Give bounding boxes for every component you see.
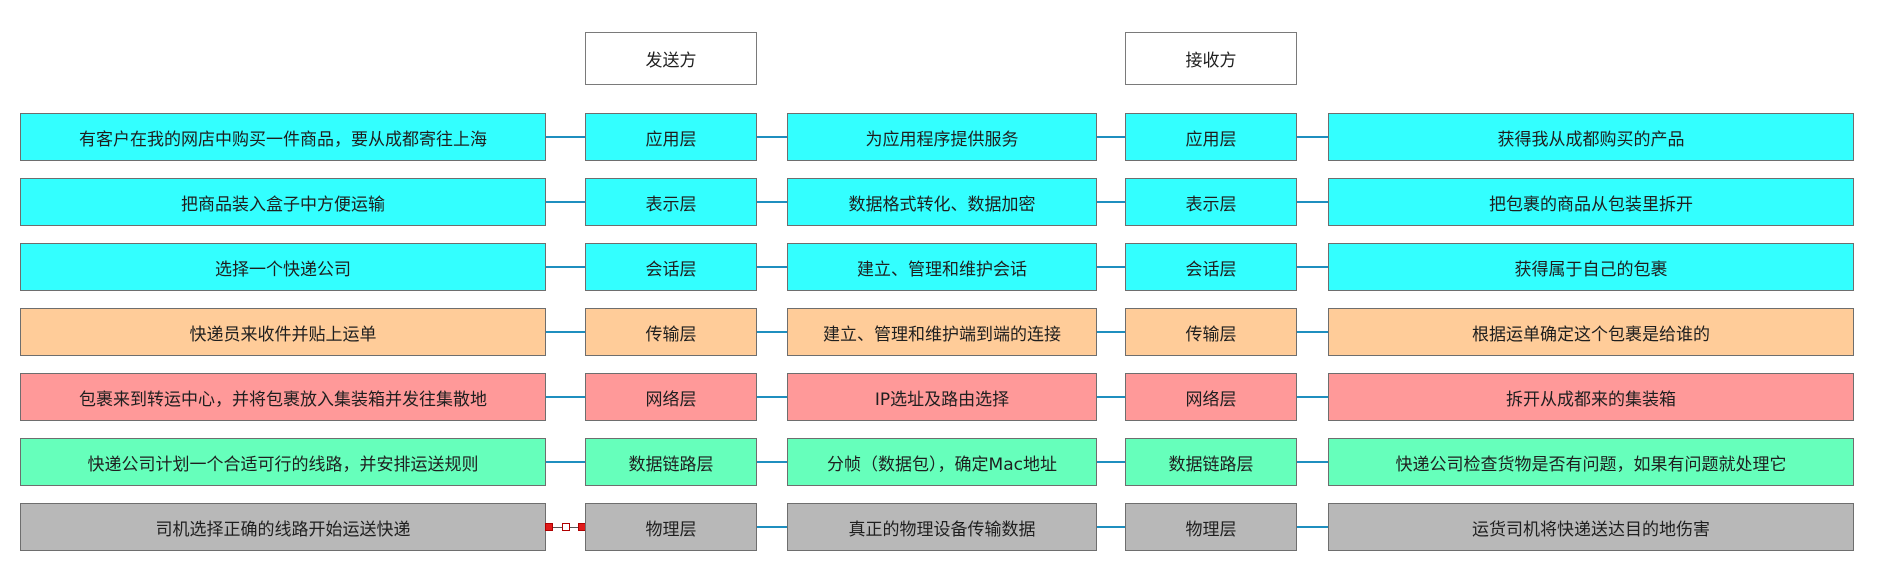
sender-example-box: 司机选择正确的线路开始运送快递 — [20, 503, 546, 551]
connector-start-handle[interactable] — [545, 523, 553, 531]
sender-layer-box: 网络层 — [585, 373, 757, 421]
sender-layer-box: 物理层 — [585, 503, 757, 551]
connector-line — [1297, 396, 1328, 398]
connector-line — [1297, 136, 1328, 138]
layer-function-box: 数据格式转化、数据加密 — [787, 178, 1097, 226]
connector-line — [1297, 331, 1328, 333]
receiver-example-box: 根据运单确定这个包裹是给谁的 — [1328, 308, 1854, 356]
connector-line — [1097, 136, 1125, 138]
connector-line — [1097, 461, 1125, 463]
receiver-layer-box: 会话层 — [1125, 243, 1297, 291]
sender-layer-box: 数据链路层 — [585, 438, 757, 486]
receiver-layer-box: 物理层 — [1125, 503, 1297, 551]
connector-line — [546, 331, 585, 333]
connector-line — [757, 331, 787, 333]
receiver-header: 接收方 — [1125, 32, 1297, 85]
receiver-layer-box: 网络层 — [1125, 373, 1297, 421]
connector-line — [1097, 201, 1125, 203]
receiver-layer-box: 数据链路层 — [1125, 438, 1297, 486]
connector-line — [1297, 266, 1328, 268]
sender-layer-box: 会话层 — [585, 243, 757, 291]
connector-line — [546, 396, 585, 398]
connector-line — [1097, 266, 1125, 268]
sender-example-box: 把商品装入盒子中方便运输 — [20, 178, 546, 226]
connector-line — [546, 201, 585, 203]
connector-line — [1097, 331, 1125, 333]
sender-example-box: 有客户在我的网店中购买一件商品，要从成都寄往上海 — [20, 113, 546, 161]
receiver-example-box: 拆开从成都来的集装箱 — [1328, 373, 1854, 421]
sender-layer-box: 传输层 — [585, 308, 757, 356]
connector-line — [1297, 461, 1328, 463]
connector-line — [757, 396, 787, 398]
connector-line — [1097, 526, 1125, 528]
connector-line — [757, 526, 787, 528]
sender-example-box: 包裹来到转运中心，并将包裹放入集装箱并发往集散地 — [20, 373, 546, 421]
receiver-example-box: 把包裹的商品从包装里拆开 — [1328, 178, 1854, 226]
receiver-example-box: 获得我从成都购买的产品 — [1328, 113, 1854, 161]
connector-line — [1297, 201, 1328, 203]
connector-line — [1297, 526, 1328, 528]
layer-function-box: 建立、管理和维护端到端的连接 — [787, 308, 1097, 356]
connector-line — [757, 136, 787, 138]
connector-line — [757, 201, 787, 203]
connector-line — [546, 266, 585, 268]
layer-function-box: 真正的物理设备传输数据 — [787, 503, 1097, 551]
connector-line — [757, 461, 787, 463]
receiver-layer-box: 应用层 — [1125, 113, 1297, 161]
receiver-example-box: 快递公司检查货物是否有问题，如果有问题就处理它 — [1328, 438, 1854, 486]
receiver-example-box: 获得属于自己的包裹 — [1328, 243, 1854, 291]
connector-mid-handle[interactable] — [561, 523, 570, 531]
sender-example-box: 快递公司计划一个合适可行的线路，并安排运送规则 — [20, 438, 546, 486]
receiver-example-box: 运货司机将快递送达目的地伤害 — [1328, 503, 1854, 551]
connector-line — [757, 266, 787, 268]
connector-line — [546, 136, 585, 138]
layer-function-box: 分帧（数据包），确定Mac地址 — [787, 438, 1097, 486]
layer-function-box: 为应用程序提供服务 — [787, 113, 1097, 161]
sender-example-box: 快递员来收件并贴上运单 — [20, 308, 546, 356]
connector-line — [1097, 396, 1125, 398]
connector-line — [546, 461, 585, 463]
layer-function-box: IP选址及路由选择 — [787, 373, 1097, 421]
layer-function-box: 建立、管理和维护会话 — [787, 243, 1097, 291]
sender-example-box: 选择一个快递公司 — [20, 243, 546, 291]
receiver-layer-box: 表示层 — [1125, 178, 1297, 226]
receiver-layer-box: 传输层 — [1125, 308, 1297, 356]
sender-header: 发送方 — [585, 32, 757, 85]
sender-layer-box: 应用层 — [585, 113, 757, 161]
sender-layer-box: 表示层 — [585, 178, 757, 226]
